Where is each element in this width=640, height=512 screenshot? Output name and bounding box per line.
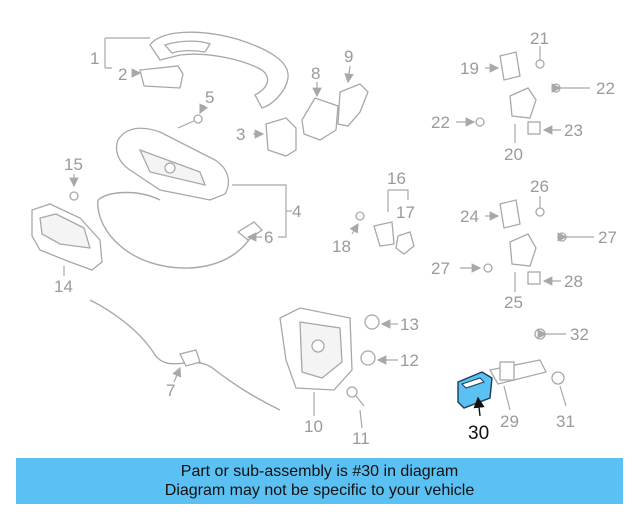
clip-part-15 — [69, 191, 79, 201]
bolt-part-22b — [456, 117, 485, 127]
callout-23: 23 — [564, 121, 583, 140]
cable-part-7 — [89, 299, 281, 411]
lead-16 — [387, 189, 409, 212]
callout-16: 16 — [387, 169, 406, 188]
callout-27-right: 27 — [598, 228, 617, 247]
cable-upper — [97, 191, 161, 201]
lead-29 — [503, 385, 511, 411]
lead-30 — [473, 396, 485, 417]
handle-cover-part — [139, 65, 184, 89]
bolt-part-32 — [534, 328, 566, 340]
parts-diagram: 1 2 3 4 5 6 7 8 9 10 11 12 13 14 15 16 1… — [31, 29, 617, 448]
callout-14: 14 — [54, 277, 73, 296]
housing-part-8 — [301, 97, 339, 141]
hinge-part-24 — [499, 199, 521, 229]
callout-24: 24 — [460, 207, 479, 226]
banner-line-disclaimer: Diagram may not be specific to your vehi… — [164, 482, 475, 499]
highlighted-part-30 — [457, 371, 493, 409]
callout-27-left: 27 — [431, 259, 450, 278]
callout-28: 28 — [564, 272, 583, 291]
banner-line-part-number: Part or sub-assembly is #30 in diagram — [180, 463, 459, 480]
grommet-part-12 — [360, 350, 376, 366]
cover-part-9 — [337, 83, 369, 127]
bolt-part-22a — [551, 83, 590, 93]
cable-part-6 — [97, 199, 256, 269]
callout-12: 12 — [400, 351, 419, 370]
callout-2: 2 — [118, 65, 127, 84]
bolt-part-18 — [355, 211, 365, 221]
bolt-part-27b — [460, 263, 493, 273]
lead-18 — [349, 222, 359, 235]
cable-clip-part-6 — [236, 221, 264, 241]
callout-19: 19 — [460, 59, 479, 78]
callout-32: 32 — [570, 325, 589, 344]
inside-handle-part-14 — [31, 203, 103, 271]
door-check-part-29 — [488, 359, 547, 385]
callout-6: 6 — [264, 228, 273, 247]
callout-22-left: 22 — [431, 113, 450, 132]
callout-8: 8 — [311, 64, 320, 83]
actuator-part-4 — [115, 127, 229, 201]
callout-18: 18 — [332, 237, 351, 256]
screw-part-5 — [177, 114, 203, 129]
callout-15: 15 — [64, 155, 83, 174]
bolt-part-31 — [551, 371, 565, 385]
callout-26: 26 — [530, 177, 549, 196]
outside-handle-part — [149, 31, 289, 109]
callout-5: 5 — [205, 88, 214, 107]
callout-1: 1 — [90, 49, 99, 68]
door-check-body — [499, 361, 515, 381]
bracket-part-3 — [265, 117, 297, 157]
callout-17: 17 — [396, 203, 415, 222]
callout-13: 13 — [400, 315, 419, 334]
callout-29: 29 — [500, 412, 519, 431]
plug-part-28 — [527, 271, 541, 285]
hinge-part-20 — [509, 87, 537, 119]
lead-7 — [172, 366, 182, 383]
callout-20: 20 — [504, 145, 523, 164]
callout-25: 25 — [504, 293, 523, 312]
callout-7: 7 — [166, 381, 175, 400]
callout-11: 11 — [352, 429, 370, 448]
hinge-part-19 — [499, 51, 521, 81]
lead-1 — [104, 37, 150, 69]
cable-clip-part-7 — [179, 349, 201, 367]
plug-part-13 — [364, 314, 380, 330]
callout-30-highlight: 30 — [468, 423, 489, 444]
lead-31 — [559, 385, 567, 407]
callout-21: 21 — [530, 29, 549, 48]
bracket-part-16 — [373, 221, 395, 247]
callout-10: 10 — [304, 417, 323, 436]
hinge-part-25 — [509, 233, 537, 267]
callout-31: 31 — [556, 412, 575, 431]
plug-part-23 — [527, 121, 541, 135]
lock-part-10 — [279, 307, 353, 391]
info-banner: Part or sub-assembly is #30 in diagram D… — [16, 458, 623, 504]
lead-11 — [359, 409, 363, 429]
callout-22-right: 22 — [596, 79, 615, 98]
lead-9 — [344, 65, 354, 84]
bolt-part-27a — [557, 232, 594, 242]
lead-5 — [199, 103, 209, 115]
bolt-part-21 — [535, 46, 545, 69]
screw-part-11 — [346, 386, 365, 407]
callout-9: 9 — [344, 47, 353, 66]
callout-4: 4 — [292, 202, 301, 221]
callout-3: 3 — [236, 125, 245, 144]
bolt-part-26 — [535, 196, 545, 217]
cover-part-17 — [395, 231, 415, 255]
